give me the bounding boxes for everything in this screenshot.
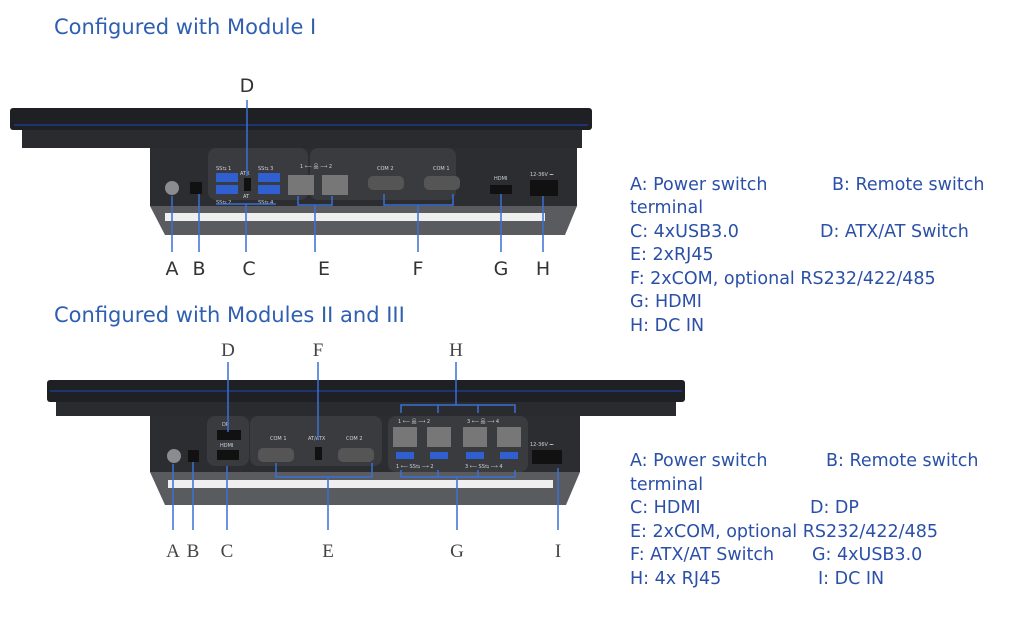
leader-lines [171, 100, 544, 252]
callout-e: E [317, 258, 331, 280]
legend-item: D: ATX/AT Switch [820, 222, 969, 242]
callout-h: H [535, 258, 551, 280]
legend-item: C: HDMI [630, 498, 701, 518]
svg-text:COM 1: COM 1 [270, 436, 287, 442]
svg-text:3 ⟵ 品 ⟶ 4: 3 ⟵ 品 ⟶ 4 [467, 419, 499, 425]
svg-text:DP: DP [222, 422, 229, 428]
legend-item: B: Remote switch [826, 451, 979, 471]
callout-a: A [166, 541, 180, 562]
legend-item: G: HDMI [630, 292, 702, 312]
callout-g: G [493, 258, 509, 280]
legend-item: D: DP [810, 498, 859, 518]
svg-text:SS⇆ 4: SS⇆ 4 [258, 200, 273, 206]
callout-c: C [220, 541, 234, 562]
svg-text:ATX: ATX [240, 171, 250, 177]
callout-a: A [165, 258, 179, 280]
legend-item: I: DC IN [818, 569, 885, 589]
svg-text:1 ⟵ SS⇆ ⟶ 2: 1 ⟵ SS⇆ ⟶ 2 [396, 464, 434, 470]
svg-text:1 ⟵ 品 ⟶ 2: 1 ⟵ 品 ⟶ 2 [300, 164, 332, 170]
legend-item: E: 2xRJ45 [630, 245, 714, 265]
callout-d: D [239, 75, 255, 97]
legend-item: G: 4xUSB3.0 [812, 545, 923, 565]
module2-title: Configured with Modules II and III [54, 303, 405, 327]
leader-lines [172, 362, 559, 530]
legend-item: terminal [630, 198, 704, 218]
legend-item: H: 4x RJ45 [630, 569, 722, 589]
legend-item: C: 4xUSB3.0 [630, 222, 739, 242]
legend-item: B: Remote switch [832, 175, 985, 195]
callout-g: G [450, 541, 464, 562]
power-switch-icon [167, 449, 181, 463]
callout-b: B [192, 258, 206, 280]
svg-text:AT/ATX: AT/ATX [308, 436, 326, 442]
svg-text:COM 2: COM 2 [346, 436, 363, 442]
callout-f: F [412, 258, 424, 280]
callout-c: C [242, 258, 256, 280]
svg-text:SS⇆ 1: SS⇆ 1 [216, 166, 231, 172]
svg-text:SS⇆ 3: SS⇆ 3 [258, 166, 273, 172]
remote-switch-terminal [190, 182, 202, 194]
svg-text:COM 1: COM 1 [433, 166, 450, 172]
svg-text:HDMI: HDMI [220, 443, 233, 449]
legend-item: F: 2xCOM, optional RS232/422/485 [630, 269, 936, 289]
legend-item: A: Power switch [630, 451, 768, 471]
callout-b: B [186, 541, 200, 562]
power-switch-icon [165, 181, 179, 195]
legend-item: H: DC IN [630, 316, 705, 336]
legend-item: F: ATX/AT Switch [630, 545, 775, 565]
callout-f: F [312, 340, 324, 361]
callout-e: E [322, 541, 334, 562]
legend-item: terminal [630, 475, 704, 495]
svg-text:HDMI: HDMI [494, 176, 507, 182]
svg-text:COM 2: COM 2 [377, 166, 394, 172]
legend-item: E: 2xCOM, optional RS232/422/485 [630, 522, 938, 542]
callout-h: H [449, 340, 463, 361]
svg-text:1 ⟵ 品 ⟶ 2: 1 ⟵ 品 ⟶ 2 [398, 419, 430, 425]
svg-text:3 ⟵ SS⇆ ⟶ 4: 3 ⟵ SS⇆ ⟶ 4 [465, 464, 503, 470]
svg-text:SS⇆ 2: SS⇆ 2 [216, 200, 231, 206]
callout-d: D [221, 340, 235, 361]
module1-title: Configured with Module I [54, 15, 317, 39]
legend-item: A: Power switch [630, 175, 768, 195]
callout-i: I [554, 541, 562, 562]
svg-text:12-36V ⎓: 12-36V ⎓ [530, 172, 554, 178]
svg-text:AT: AT [243, 194, 250, 200]
svg-text:12-36V ⎓: 12-36V ⎓ [530, 442, 554, 448]
